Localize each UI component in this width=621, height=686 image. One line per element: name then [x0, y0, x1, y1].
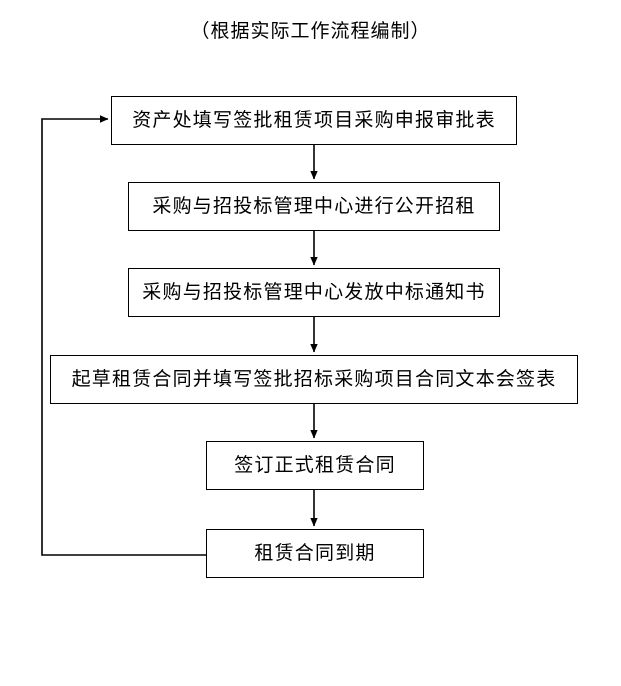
flow-node-6-label: 租赁合同到期 — [254, 543, 376, 564]
flow-node-6[interactable]: 租赁合同到期 — [206, 529, 424, 578]
page-title: （根据实际工作流程编制） — [190, 21, 431, 42]
flow-node-2[interactable]: 采购与招投标管理中心进行公开招租 — [128, 182, 500, 231]
flow-node-5[interactable]: 签订正式租赁合同 — [206, 441, 424, 490]
flow-node-1[interactable]: 资产处填写签批租赁项目采购申报审批表 — [111, 96, 517, 145]
flow-node-5-label: 签订正式租赁合同 — [234, 455, 396, 476]
flow-node-4-label: 起草租赁合同并填写签批招标采购项目合同文本会签表 — [71, 369, 557, 390]
flow-node-4[interactable]: 起草租赁合同并填写签批招标采购项目合同文本会签表 — [50, 355, 578, 404]
flow-node-2-label: 采购与招投标管理中心进行公开招租 — [152, 196, 476, 217]
flow-node-1-label: 资产处填写签批租赁项目采购申报审批表 — [132, 110, 496, 131]
flow-node-3-label: 采购与招投标管理中心发放中标通知书 — [142, 282, 486, 303]
flow-node-3[interactable]: 采购与招投标管理中心发放中标通知书 — [128, 268, 500, 317]
